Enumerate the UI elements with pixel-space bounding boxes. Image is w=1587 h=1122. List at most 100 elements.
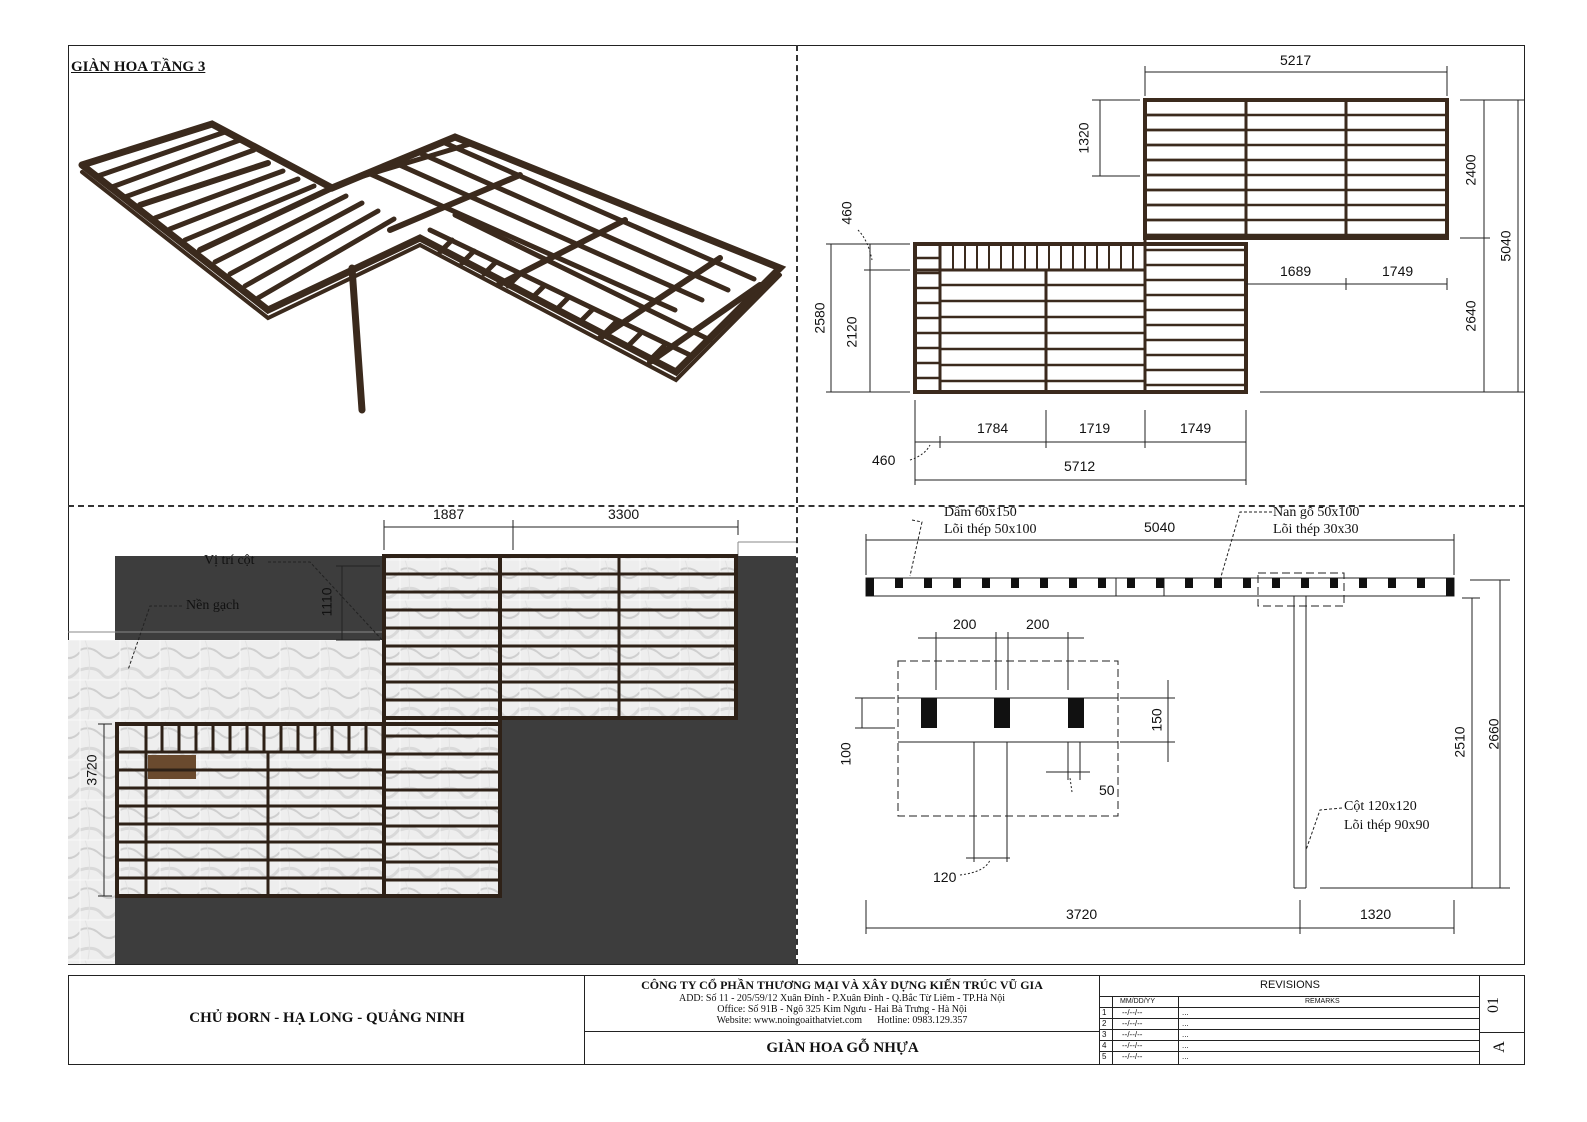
section-rib-block: [1069, 578, 1077, 588]
dim-bottom-1320: 1320: [1360, 906, 1392, 922]
dim-bottom-c: 1749: [1180, 420, 1212, 436]
revision-row: 4 --/--/--...: [1100, 1040, 1480, 1052]
dim-detail-200a: 200: [953, 616, 977, 632]
company-address: ADD: Số 11 - 205/59/12 Xuân Đỉnh - P.Xuâ…: [678, 993, 1006, 1004]
dim-bottom-3720: 3720: [1066, 906, 1098, 922]
revision-date: --/--/--: [1122, 1019, 1143, 1028]
section-rib-block: [982, 578, 990, 588]
section-rib-block: [953, 578, 961, 588]
section-rib-block: [1388, 578, 1396, 588]
sheet-cell-divider: [1480, 1032, 1524, 1033]
revisions-table: REVISIONS MM/DD/YY REMARKS 1--/--/--...2…: [1100, 976, 1480, 1064]
rev-col-remarks: REMARKS: [1305, 998, 1340, 1005]
sheet-size: A: [1490, 1041, 1508, 1053]
section-rib-block: [1330, 578, 1338, 588]
section-rib-block: [924, 578, 932, 588]
dim-site-a: 1887: [433, 506, 465, 522]
dim-top-width: 5217: [1280, 52, 1312, 68]
dim-mid-b: 1749: [1382, 263, 1414, 279]
dim-bottom-offset: 460: [872, 452, 896, 468]
label-column-1: Cột 120x120: [1344, 799, 1417, 814]
company-name: CÔNG TY CỔ PHẦN THƯƠNG MẠI VÀ XÂY DỰNG K…: [641, 978, 1043, 992]
dim-detail-50: 50: [1099, 782, 1115, 798]
revision-remark: ...: [1182, 1008, 1189, 1017]
section-beam-end: [866, 578, 874, 596]
revision-n: 3: [1102, 1030, 1107, 1039]
section-rib-block: [1127, 578, 1135, 588]
revisions-header: REVISIONS: [1260, 979, 1320, 991]
label-column-2: Lõi thép 90x90: [1344, 818, 1430, 833]
rev-col-divider-2: [1178, 996, 1179, 1064]
company-cell: CÔNG TY CỔ PHẦN THƯƠNG MẠI VÀ XÂY DỰNG K…: [585, 976, 1100, 1032]
section-rib-block: [1359, 578, 1367, 588]
dim-detail-100: 100: [837, 742, 854, 766]
panel-divider-horizontal: [68, 505, 1525, 507]
dim-site-b: 3300: [608, 506, 640, 522]
perspective-title: GIÀN HOA TẦNG 3: [71, 59, 206, 75]
section-rib-block: [1243, 578, 1251, 588]
revision-date: --/--/--: [1122, 1041, 1143, 1050]
section-rib-block: [1098, 578, 1106, 588]
sheet-number: 01: [1485, 997, 1502, 1013]
section-rib-block: [1185, 578, 1193, 588]
title-block: CHỦ ĐORN - HẠ LONG - QUẢNG NINH CÔNG TY …: [68, 975, 1525, 1065]
dim-detail-200b: 200: [1026, 616, 1050, 632]
drawing-title-cell: GIÀN HOA GỖ NHỰA: [585, 1032, 1100, 1064]
dim-height-2660: 2660: [1485, 718, 1502, 750]
dim-bottom-b: 1719: [1079, 420, 1111, 436]
section-rib-block: [1011, 578, 1019, 588]
dim-detail-150: 150: [1148, 708, 1165, 732]
revision-n: 5: [1102, 1052, 1107, 1061]
revision-remark: ...: [1182, 1052, 1189, 1061]
revision-row: 5 --/--/--...: [1100, 1051, 1480, 1063]
rev-col-date: MM/DD/YY: [1120, 998, 1155, 1005]
section-rib-block: [1156, 578, 1164, 588]
revisions-rows: 1 --/--/--... 2 --/--/--... 3 --/--/--... 4 --/…: [1100, 1007, 1480, 1064]
section-beam-end: [1446, 578, 1454, 596]
drawing-title: GIÀN HOA GỖ NHỰA: [766, 1040, 919, 1056]
revision-n: 1: [1102, 1008, 1107, 1017]
company-contact: Website: www.noingoaithatviet.com Hotlin…: [585, 1015, 1099, 1026]
revision-remark: ...: [1182, 1041, 1189, 1050]
revision-remark: ...: [1182, 1030, 1189, 1039]
revision-date: --/--/--: [1122, 1008, 1143, 1017]
client-cell: CHỦ ĐORN - HẠ LONG - QUẢNG NINH: [69, 976, 585, 1064]
dim-section-top-total: 5040: [1144, 519, 1176, 535]
revision-remark: ...: [1182, 1019, 1189, 1028]
label-rib-1: Nan gỗ 50x100: [1273, 505, 1360, 520]
section-rib-block: [1417, 578, 1425, 588]
dim-bottom-total: 5712: [1064, 458, 1096, 474]
revision-row: 2 --/--/--...: [1100, 1018, 1480, 1030]
label-rib-2: Lõi thép 30x30: [1273, 522, 1359, 537]
revisions-column-header-row: MM/DD/YY REMARKS: [1100, 996, 1480, 1007]
label-column-position: Vị trí cột: [204, 553, 255, 568]
revision-n: 2: [1102, 1019, 1107, 1028]
section-rib-block: [1214, 578, 1222, 588]
section-rib-block: [1272, 578, 1280, 588]
revision-date: --/--/--: [1122, 1052, 1143, 1061]
section-rib-block: [1301, 578, 1309, 588]
label-beam-1: Dầm 60x150: [944, 505, 1017, 520]
section-rib-block: [1040, 578, 1048, 588]
revision-row: 3 --/--/--...: [1100, 1029, 1480, 1041]
revision-n: 4: [1102, 1041, 1107, 1050]
dim-mid-a: 1689: [1280, 263, 1312, 279]
company-website: Website: www.noingoaithatviet.com: [716, 1015, 863, 1026]
client-name: CHỦ ĐORN - HẠ LONG - QUẢNG NINH: [189, 1010, 465, 1026]
company-hotline: Hotline: 0983.129.357: [877, 1015, 968, 1026]
revision-date: --/--/--: [1122, 1030, 1143, 1039]
label-beam-2: Lõi thép 50x100: [944, 522, 1037, 537]
revision-row: 1 --/--/--...: [1100, 1007, 1480, 1019]
label-brick-floor: Nền gạch: [186, 598, 240, 613]
sheet-number-cell: 01 A: [1480, 976, 1524, 1064]
dim-bottom-a: 1784: [977, 420, 1009, 436]
dim-detail-120: 120: [933, 869, 957, 885]
section-rib-block: [895, 578, 903, 588]
company-office: Office: Số 91B - Ngõ 325 Kim Ngưu - Hai …: [717, 1004, 967, 1015]
rev-col-divider-1: [1112, 996, 1113, 1064]
dim-height-2510: 2510: [1451, 726, 1468, 758]
